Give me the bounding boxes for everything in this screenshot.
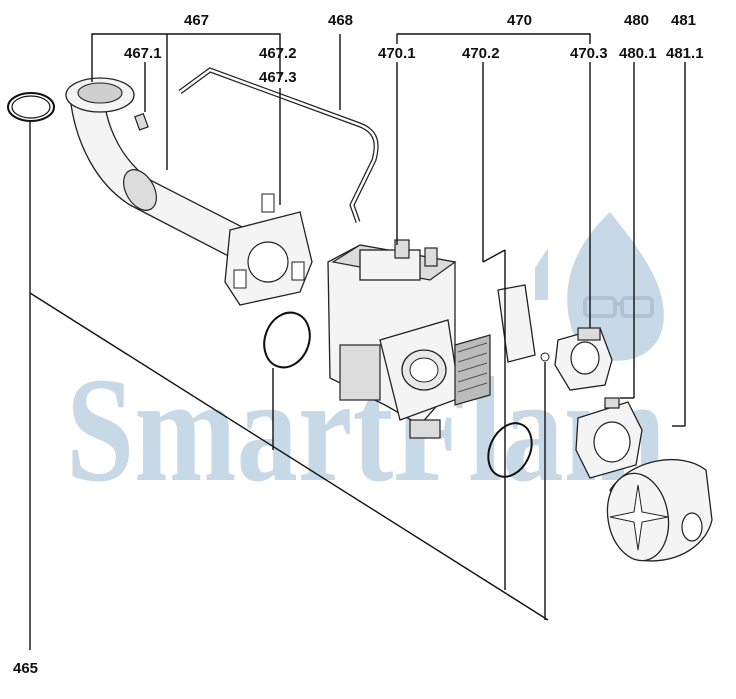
gas-tube-468 — [178, 67, 379, 223]
filter-screens-470-2 — [454, 249, 536, 590]
label-467-3: 467.3 — [259, 69, 297, 86]
label-467-2: 467.2 — [259, 45, 297, 62]
label-470: 470 — [507, 12, 532, 29]
housing-481 — [606, 458, 713, 562]
label-467-1: 467.1 — [124, 45, 162, 62]
oring-lower — [487, 422, 533, 478]
pressure-switch-470-3 — [554, 327, 613, 391]
pin-470 — [540, 352, 550, 620]
label-481: 481 — [671, 12, 696, 29]
label-465: 465 — [13, 660, 38, 677]
oring-gasket — [263, 311, 311, 450]
leader-lines — [91, 33, 686, 427]
base-line — [29, 292, 549, 621]
screw-467-1 — [134, 62, 149, 131]
label-480: 480 — [624, 12, 649, 29]
label-480-1: 480.1 — [619, 45, 657, 62]
elbow-pipe-467 — [65, 77, 313, 306]
label-470-1: 470.1 — [378, 45, 416, 62]
label-470-3: 470.3 — [570, 45, 608, 62]
label-470-2: 470.2 — [462, 45, 500, 62]
part-labels: 467 467.1 467.2 467.3 468 470 470.1 470.… — [13, 12, 704, 677]
label-468: 468 — [328, 12, 353, 29]
flame-logo-icon — [535, 212, 664, 361]
label-467: 467 — [184, 12, 209, 29]
oring-465 — [7, 92, 55, 650]
flange-480 — [575, 397, 643, 479]
label-481-1: 481.1 — [666, 45, 704, 62]
